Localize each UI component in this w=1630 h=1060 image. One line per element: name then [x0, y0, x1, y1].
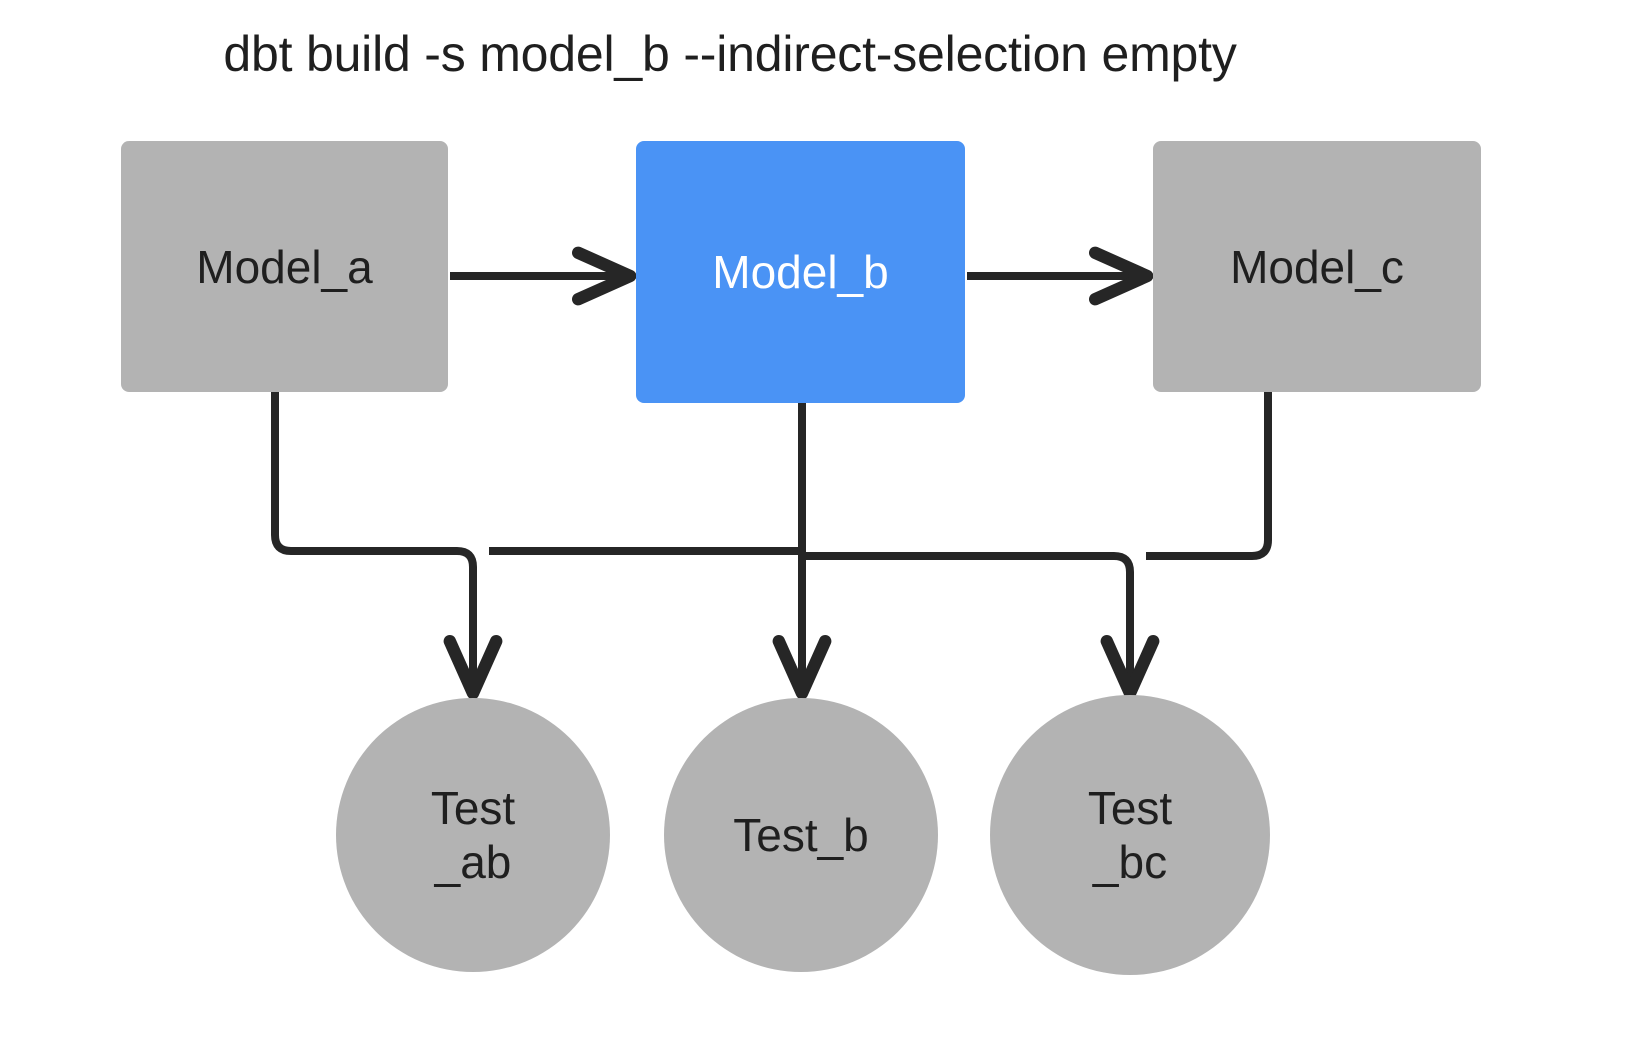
node-test-ab-label-line-2: _ab	[434, 836, 512, 888]
node-model-c-label: Model_c	[1230, 240, 1404, 293]
edge-model-c-to-test-bc	[1146, 392, 1272, 560]
node-model-a[interactable]: Model_a	[121, 141, 448, 392]
edge-model-a-to-test-ab	[271, 392, 503, 700]
node-model-b-label: Model_b	[712, 246, 889, 298]
node-test-b-label-line-1: Test_b	[733, 808, 869, 861]
node-test-bc-label-line-1: Test	[1087, 781, 1173, 834]
node-model-b[interactable]: Model_b	[636, 141, 965, 403]
node-test-b[interactable]: Test_b	[664, 698, 938, 972]
node-test-bc[interactable]: Test _bc	[990, 695, 1270, 975]
node-test-bc-label-line-2: _bc	[1092, 836, 1168, 888]
node-test-ab[interactable]: Test _ab	[336, 698, 610, 972]
edge-model-b-to-test-bc	[802, 552, 1160, 700]
node-test-ab-label-line-1: Test	[430, 781, 516, 834]
page-title: dbt build -s model_b --indirect-selectio…	[223, 26, 1237, 82]
node-model-a-label: Model_a	[196, 240, 373, 293]
node-model-c[interactable]: Model_c	[1153, 141, 1481, 392]
